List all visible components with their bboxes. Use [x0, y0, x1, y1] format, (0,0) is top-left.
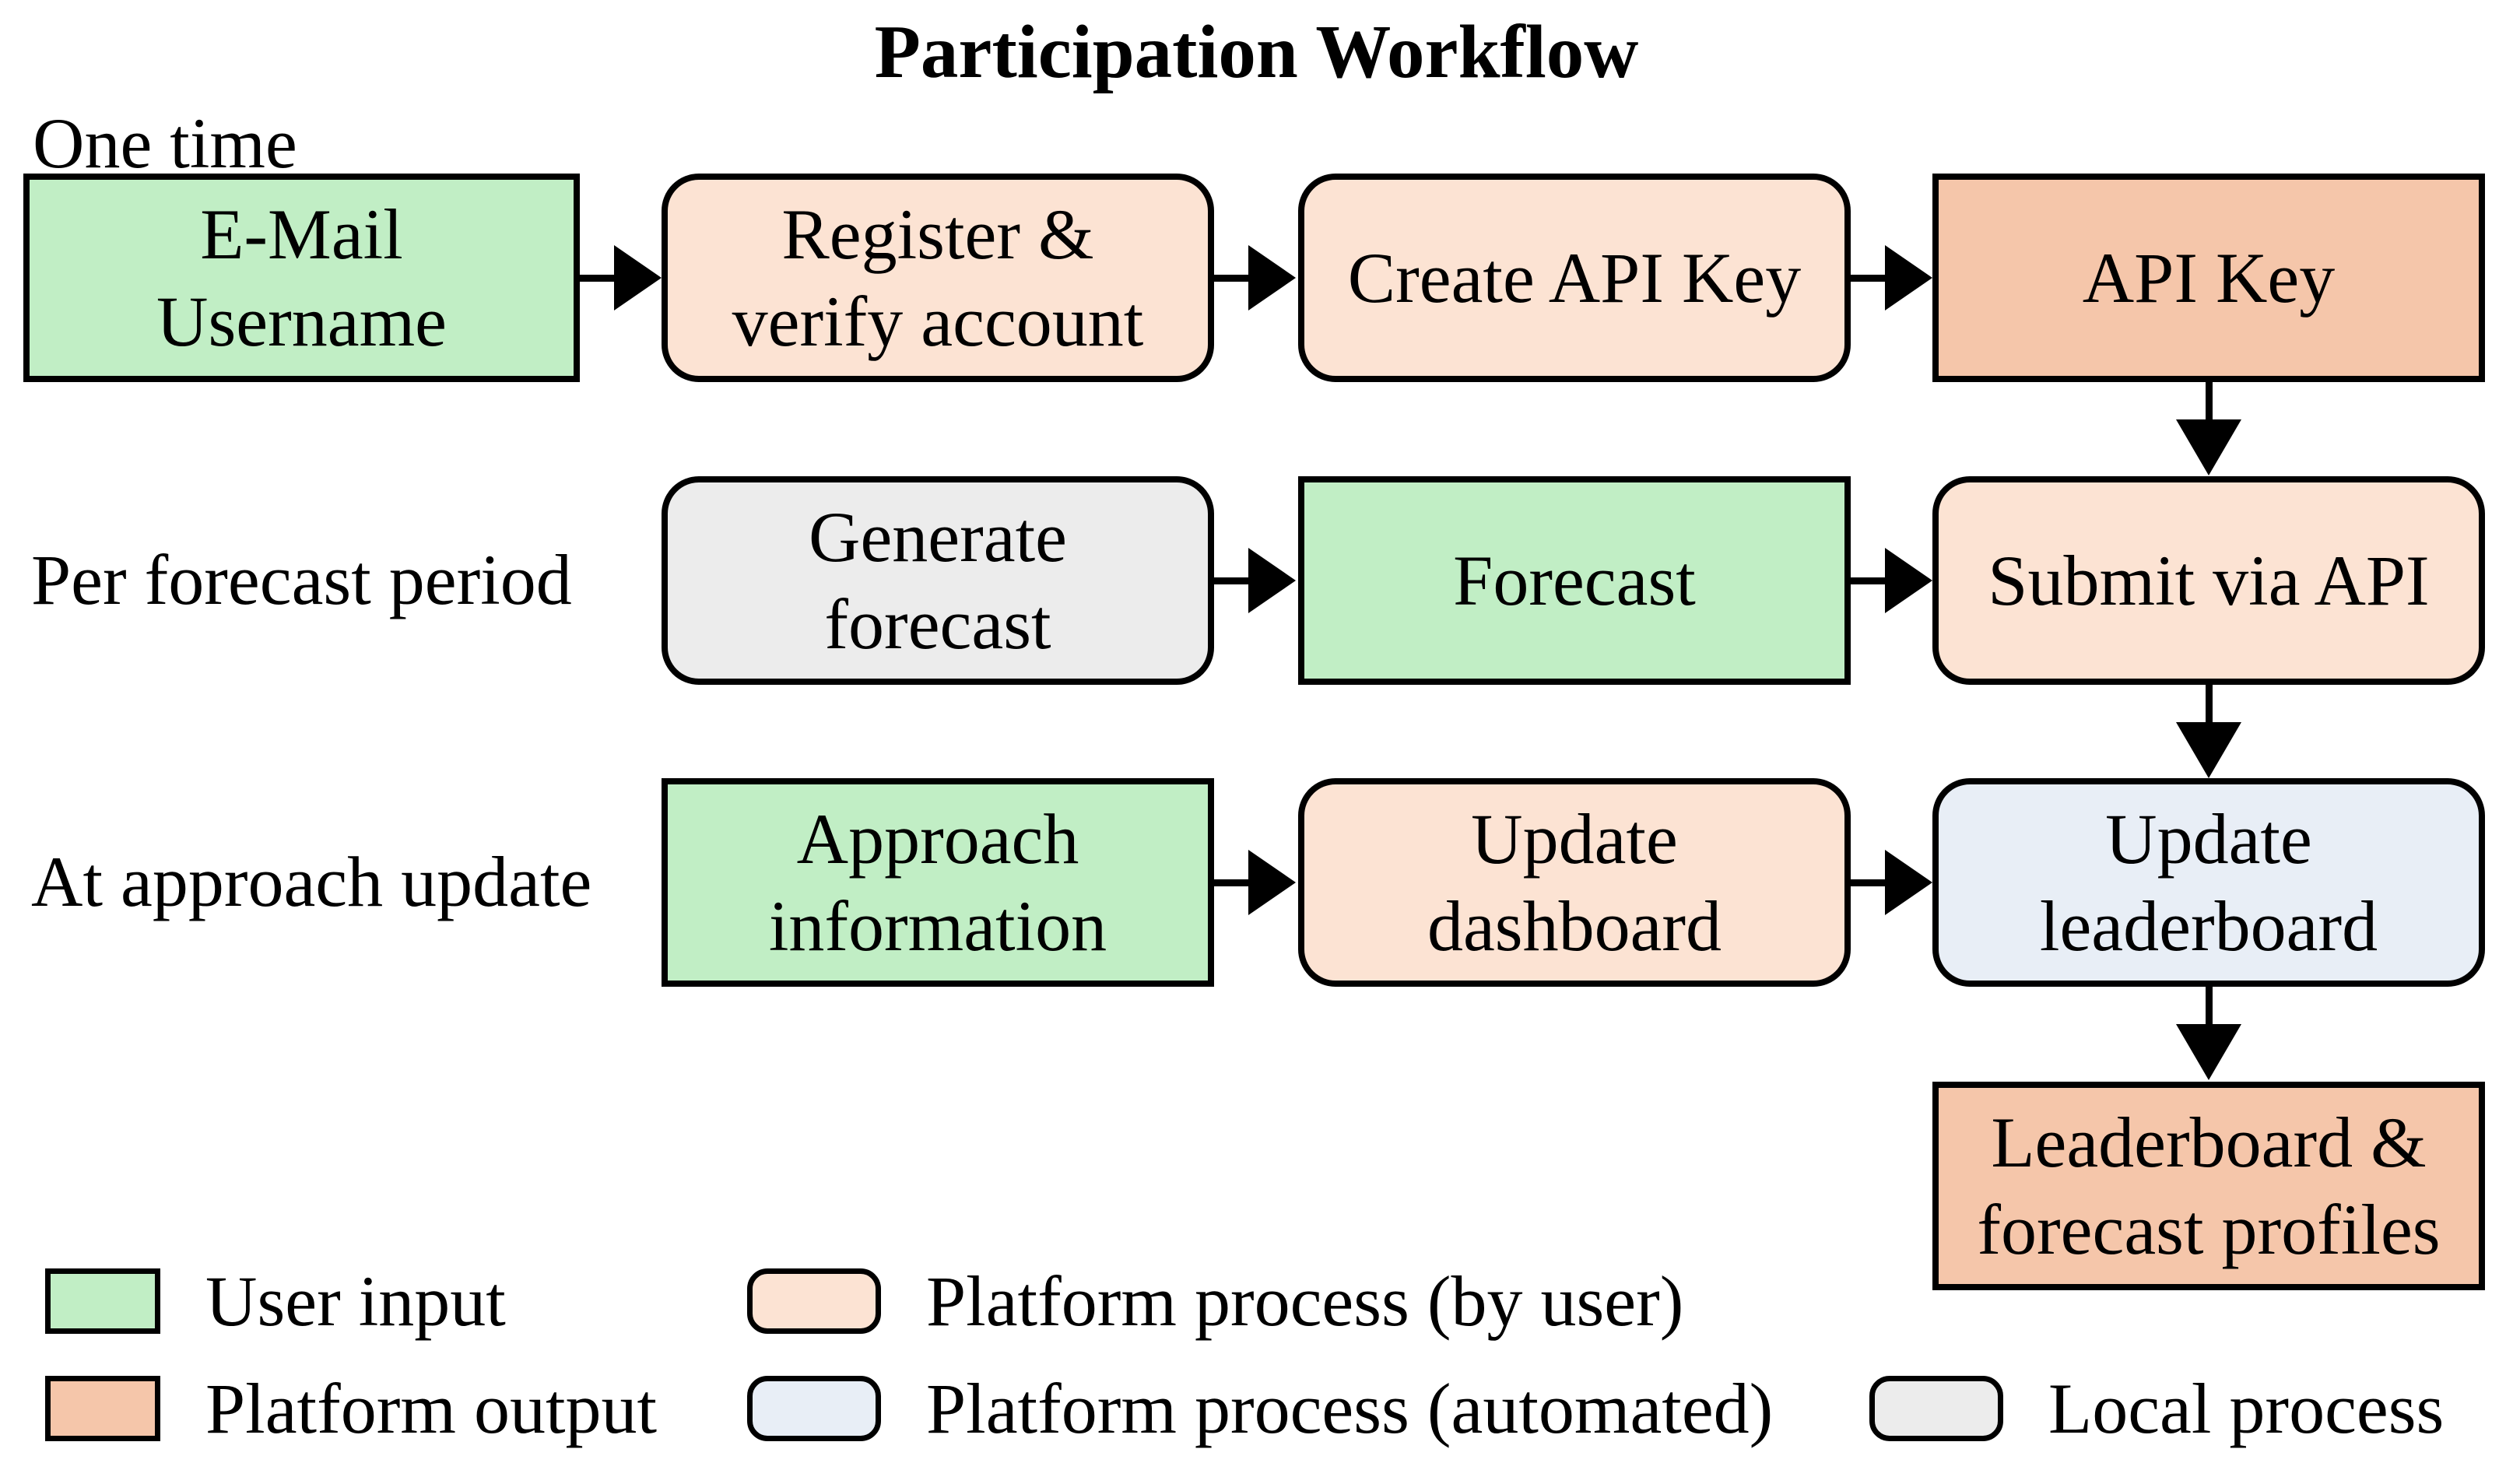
legend-swatch-local-process	[1869, 1376, 2003, 1441]
arrow-stem	[1213, 275, 1252, 282]
node-text-line: Submit via API	[1988, 541, 2430, 620]
row-label-per-forecast-period: Per forecast period	[31, 540, 572, 620]
arrow-stem	[1850, 275, 1889, 282]
node-create-api-key: Create API Key	[1298, 174, 1851, 382]
legend-item-local-process: Local process	[1869, 1371, 2444, 1446]
node-register-verify-account: Register & verify account	[662, 174, 1214, 382]
legend-label: Local process	[2048, 1368, 2445, 1448]
legend-label: Platform output	[205, 1368, 658, 1448]
arrow-dashboard-to-leaderboard	[1850, 850, 1932, 915]
node-generate-forecast: Generate forecast	[662, 476, 1214, 685]
arrow-email-to-register	[579, 245, 662, 310]
node-text-line: Leaderboard &	[1991, 1103, 2427, 1182]
row-label-one-time: One time	[33, 103, 297, 184]
node-text-line: leaderboard	[2039, 886, 2378, 966]
legend-item-user-input: User input	[45, 1264, 506, 1338]
arrowhead-right-icon	[1248, 548, 1296, 613]
arrowhead-right-icon	[1885, 245, 1932, 310]
legend-swatch-platform-output	[45, 1376, 160, 1441]
node-text-line: Create API Key	[1347, 238, 1802, 317]
arrow-stem	[579, 275, 618, 282]
node-submit-via-api: Submit via API	[1932, 476, 2485, 685]
node-update-dashboard: Update dashboard	[1298, 778, 1851, 987]
arrow-stem	[2206, 683, 2213, 724]
legend-item-platform-output: Platform output	[45, 1371, 657, 1446]
node-approach-information: Approach information	[662, 778, 1214, 987]
arrowhead-right-icon	[1885, 548, 1932, 613]
node-update-leaderboard: Update leaderboard	[1932, 778, 2485, 987]
arrow-update-leaderboard-to-profiles	[2176, 985, 2241, 1080]
node-text-line: Register &	[781, 195, 1094, 274]
node-text-line: information	[768, 886, 1107, 966]
node-text-line: Generate	[809, 497, 1067, 577]
arrow-stem	[2206, 381, 2213, 421]
node-leaderboard-forecast-profiles: Leaderboard & forecast profiles	[1932, 1082, 2485, 1290]
arrowhead-down-icon	[2176, 419, 2241, 475]
node-text-line: Username	[156, 282, 447, 361]
legend-item-platform-process-automated: Platform process (automated)	[747, 1371, 1773, 1446]
arrow-stem	[1850, 577, 1889, 584]
diagram-title: Participation Workflow	[874, 10, 1639, 93]
legend-swatch-user-input	[45, 1268, 160, 1334]
legend-swatch-platform-process-automated	[747, 1376, 881, 1441]
node-text-line: Update	[1471, 799, 1678, 879]
legend-item-platform-process-user: Platform process (by user)	[747, 1264, 1683, 1338]
arrowhead-right-icon	[614, 245, 662, 310]
node-text-line: forecast profiles	[1977, 1190, 2441, 1269]
node-text-line: API Key	[2082, 238, 2336, 317]
arrow-submit-to-update-leaderboard	[2176, 683, 2241, 778]
arrow-stem	[1850, 879, 1889, 886]
node-text-line: forecast	[824, 584, 1051, 664]
node-text-line: E-Mail	[200, 195, 403, 274]
node-email-username: E-Mail Username	[23, 174, 580, 382]
node-text-line: Forecast	[1453, 541, 1696, 620]
legend-label: User input	[205, 1261, 506, 1341]
arrowhead-down-icon	[2176, 1024, 2241, 1080]
arrow-stem	[2206, 985, 2213, 1026]
legend-label: Platform process (automated)	[926, 1368, 1774, 1448]
legend-swatch-platform-process-user	[747, 1268, 881, 1334]
node-text-line: Update	[2105, 799, 2312, 879]
arrow-generate-to-forecast	[1213, 548, 1296, 613]
node-text-line: Approach	[796, 799, 1079, 879]
node-text-line: verify account	[732, 282, 1144, 361]
arrowhead-right-icon	[1885, 850, 1932, 915]
node-text-line: dashboard	[1427, 886, 1722, 966]
arrowhead-right-icon	[1248, 850, 1296, 915]
arrowhead-right-icon	[1248, 245, 1296, 310]
node-forecast: Forecast	[1298, 476, 1851, 685]
row-label-at-approach-update: At approach update	[31, 842, 592, 922]
legend-label: Platform process (by user)	[926, 1261, 1684, 1341]
arrowhead-down-icon	[2176, 722, 2241, 778]
arrow-forecast-to-submit	[1850, 548, 1932, 613]
arrow-stem	[1213, 577, 1252, 584]
node-api-key: API Key	[1932, 174, 2485, 382]
arrow-create-api-key-to-api-key	[1850, 245, 1932, 310]
arrow-register-to-create-api-key	[1213, 245, 1296, 310]
arrow-approach-to-dashboard	[1213, 850, 1296, 915]
arrow-stem	[1213, 879, 1252, 886]
arrow-api-key-to-submit	[2176, 381, 2241, 475]
